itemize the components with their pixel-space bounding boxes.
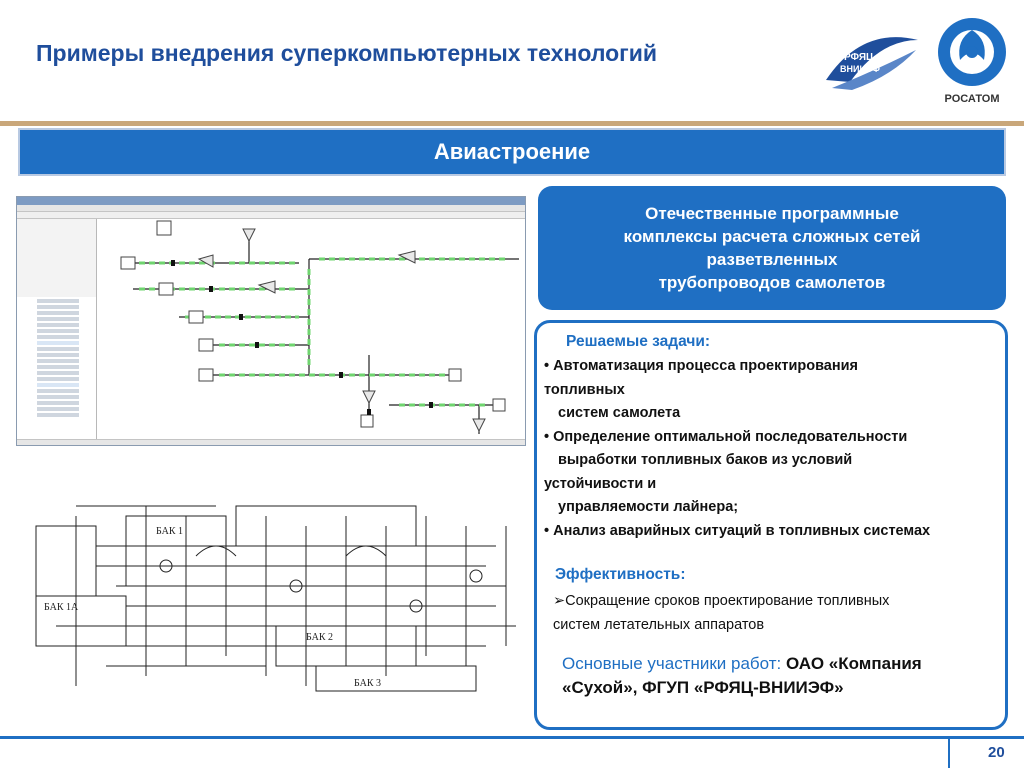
tasks-heading: Решаемые задачи:: [566, 333, 711, 350]
efficiency-line: ➢Сокращение сроков проектирование топлив…: [553, 593, 890, 609]
details-panel: [534, 320, 1008, 730]
section-banner-label: Авиастроение: [433, 139, 591, 164]
tasks-list: • Автоматизация процесса проектирования …: [544, 355, 1006, 543]
window-menubar: [17, 205, 525, 212]
efficiency-line: систем летательных аппаратов: [553, 616, 765, 633]
page-number: 20: [988, 744, 1005, 761]
task-line: устойчивости и: [544, 475, 657, 492]
window-toolbar: [17, 212, 525, 219]
rosatom-logo: РОСАТОМ: [938, 18, 1006, 105]
task-line: топливных: [544, 381, 625, 398]
task-line: систем самолета: [558, 405, 681, 421]
tank-label-3: БАК 3: [354, 678, 381, 689]
slide-title: Примеры внедрения суперкомпьютерных техн…: [36, 40, 658, 66]
participants-label: Основные участники работ:: [562, 654, 782, 673]
task-line: • Автоматизация процесса проектирования: [544, 358, 858, 374]
tank-label-2: БАК 2: [306, 632, 333, 643]
fuel-system-schematic: БАК 1 БАК 1А БАК 2 БАК 3: [16, 486, 526, 694]
section-banner: Авиастроение: [18, 128, 1006, 176]
efficiency-heading: Эффективность:: [555, 566, 686, 583]
task-line: • Определение оптимальной последовательн…: [544, 428, 908, 445]
task-line: • Анализ аварийных ситуаций в топливных …: [544, 522, 931, 539]
rfyac-vniief-logo: РФЯЦ ВНИИЭФ: [826, 37, 918, 90]
software-summary-box: Отечественные программные комплексы расч…: [538, 186, 1006, 310]
software-summary-text: Отечественные программные комплексы расч…: [623, 204, 921, 292]
svg-text:РФЯЦ: РФЯЦ: [844, 52, 874, 63]
participants-block: Основные участники работ: ОАО «Компания …: [562, 652, 992, 700]
efficiency-list: ➢Сокращение сроков проектирование топлив…: [553, 590, 1003, 637]
tank-label-1: БАК 1: [156, 526, 183, 537]
header-divider: [0, 121, 1024, 126]
window-statusbar: [17, 439, 525, 445]
tank-label-1a: БАК 1А: [44, 602, 79, 613]
svg-text:ВНИИЭФ: ВНИИЭФ: [840, 64, 880, 74]
task-line: управляемости лайнера;: [558, 499, 739, 515]
properties-panel: [17, 219, 97, 297]
footer-separator: [948, 736, 950, 768]
svg-text:РОСАТОМ: РОСАТОМ: [945, 93, 1000, 105]
window-titlebar: [17, 197, 525, 205]
object-tree: [17, 297, 97, 439]
pipeline-diagram: [120, 220, 519, 434]
footer-divider: [0, 736, 1024, 739]
participants-value: ОАО «Компания «Сухой», ФГУП «РФЯЦ-ВНИИЭФ…: [562, 654, 922, 697]
task-line: выработки топливных баков из условий: [558, 452, 853, 468]
pipeline-editor-screenshot: [16, 196, 526, 446]
